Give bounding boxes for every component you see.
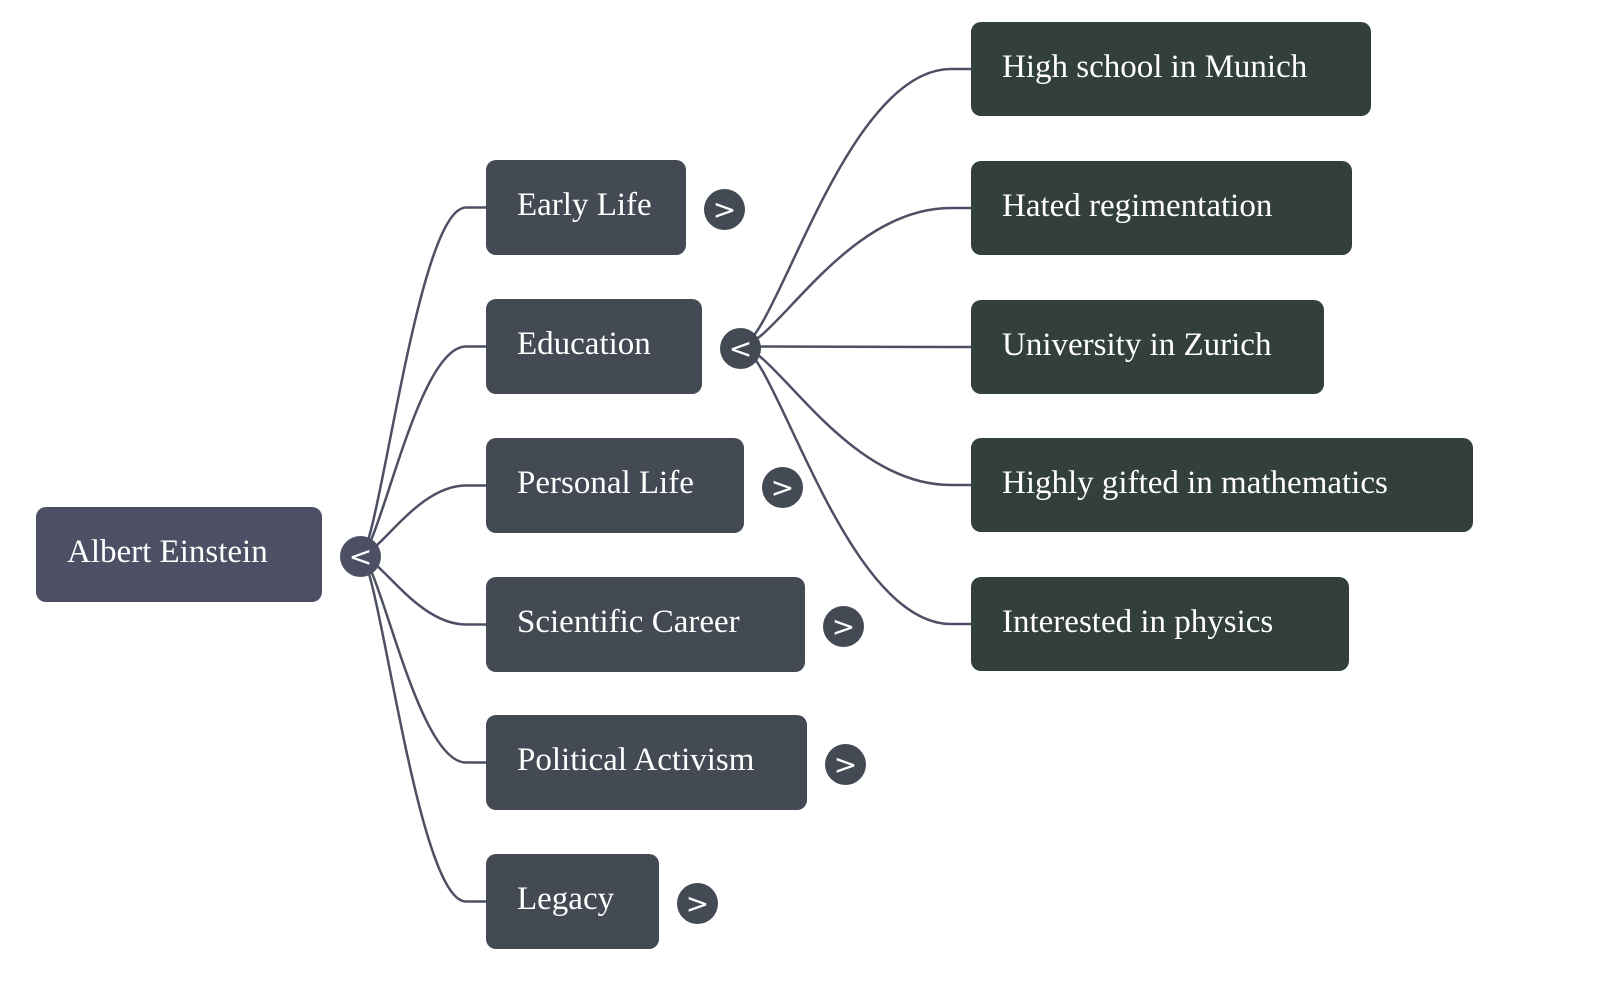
edge-branch-to-leaf	[739, 345, 971, 626]
node-label: Scientific Career	[517, 604, 740, 640]
leaf-node[interactable]: University in Zurich	[971, 300, 1324, 394]
branch-node-scientific-career[interactable]: Scientific Career	[486, 577, 805, 672]
node-label: High school in Munich	[1002, 48, 1308, 85]
node-label: Highly gifted in mathematics	[1002, 464, 1388, 501]
branch-node-legacy[interactable]: Legacy	[486, 854, 659, 949]
node-label: Early Life	[517, 187, 652, 223]
expand-toggle-button[interactable]: >	[677, 882, 718, 924]
root-node-albert-einstein[interactable]: Albert Einstein	[36, 507, 322, 602]
leaf-node[interactable]: Highly gifted in mathematics	[971, 438, 1473, 532]
branch-node-education[interactable]: Education	[486, 299, 702, 394]
edge-branch-to-leaf	[739, 67, 971, 348]
leaf-node[interactable]: High school in Munich	[971, 22, 1371, 116]
edge-root-to-branch	[359, 345, 486, 557]
collapse-toggle-button[interactable]: <	[340, 535, 381, 577]
branch-node-personal-life[interactable]: Personal Life	[486, 438, 744, 533]
edge-branch-to-leaf	[739, 206, 971, 348]
node-label: Interested in physics	[1002, 603, 1274, 640]
node-label: Personal Life	[517, 465, 694, 501]
node-label: Legacy	[517, 881, 615, 917]
expand-toggle-button[interactable]: >	[825, 743, 866, 785]
edge-root-to-branch	[358, 206, 486, 557]
edge-branch-to-leaf	[739, 345, 971, 487]
expand-toggle-button[interactable]: >	[704, 188, 745, 230]
leaf-node[interactable]: Hated regimentation	[971, 161, 1352, 255]
node-label: Albert Einstein	[67, 534, 268, 570]
edge-root-to-branch	[359, 554, 486, 764]
edge-branch-to-leaf	[739, 345, 971, 349]
node-label: University in Zurich	[1002, 326, 1272, 363]
branch-node-early-life[interactable]: Early Life	[486, 160, 686, 255]
node-label: Political Activism	[517, 742, 755, 778]
leaf-node[interactable]: Interested in physics	[971, 577, 1349, 671]
node-label: Education	[517, 326, 651, 362]
node-label: Hated regimentation	[1002, 187, 1273, 224]
expand-toggle-button[interactable]: >	[762, 466, 803, 508]
branch-node-political-activism[interactable]: Political Activism	[486, 715, 807, 810]
expand-toggle-button[interactable]: >	[823, 605, 864, 647]
collapse-toggle-button[interactable]: <	[720, 327, 761, 369]
